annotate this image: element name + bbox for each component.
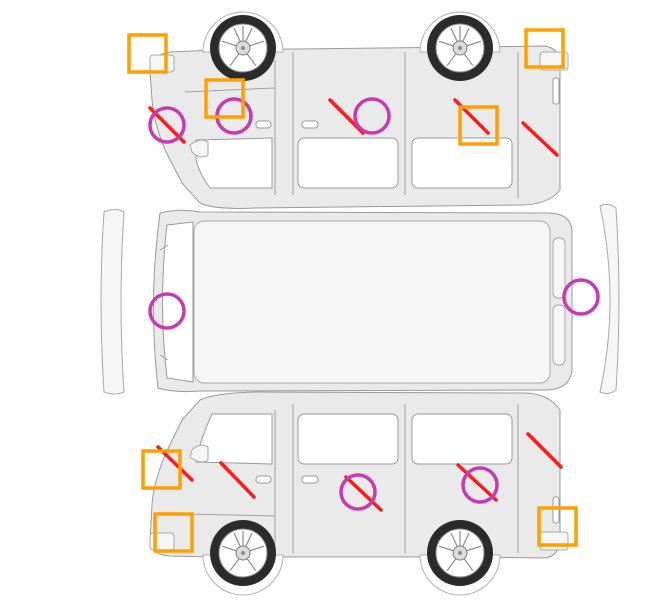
dent-mark bbox=[148, 106, 186, 144]
scratch-markers bbox=[148, 98, 563, 512]
scratch-mark bbox=[456, 463, 498, 502]
side-view-bottom bbox=[149, 391, 569, 596]
wheel-icon bbox=[426, 14, 494, 82]
square-mark bbox=[537, 506, 578, 547]
top-view bbox=[100, 203, 620, 395]
side-view-top bbox=[149, 11, 569, 209]
square-mark bbox=[204, 78, 245, 119]
dent-mark bbox=[339, 473, 377, 511]
square-mark bbox=[524, 28, 565, 69]
dent-markers bbox=[148, 97, 600, 511]
wheel-icon bbox=[426, 519, 494, 587]
scratch-mark bbox=[344, 475, 383, 512]
dent-mark bbox=[461, 466, 499, 504]
wheel-icon bbox=[209, 519, 277, 587]
dent-mark bbox=[148, 292, 186, 330]
dent-mark bbox=[562, 278, 600, 316]
square-mark bbox=[141, 449, 182, 490]
scratch-mark bbox=[526, 432, 563, 469]
scratch-mark bbox=[521, 121, 559, 157]
scratch-mark bbox=[219, 461, 256, 499]
square-mark bbox=[127, 33, 168, 74]
square-mark bbox=[458, 105, 499, 146]
dent-mark bbox=[353, 97, 391, 135]
wheel-icon bbox=[209, 14, 277, 82]
square-markers bbox=[127, 28, 578, 553]
square-mark bbox=[153, 512, 194, 553]
